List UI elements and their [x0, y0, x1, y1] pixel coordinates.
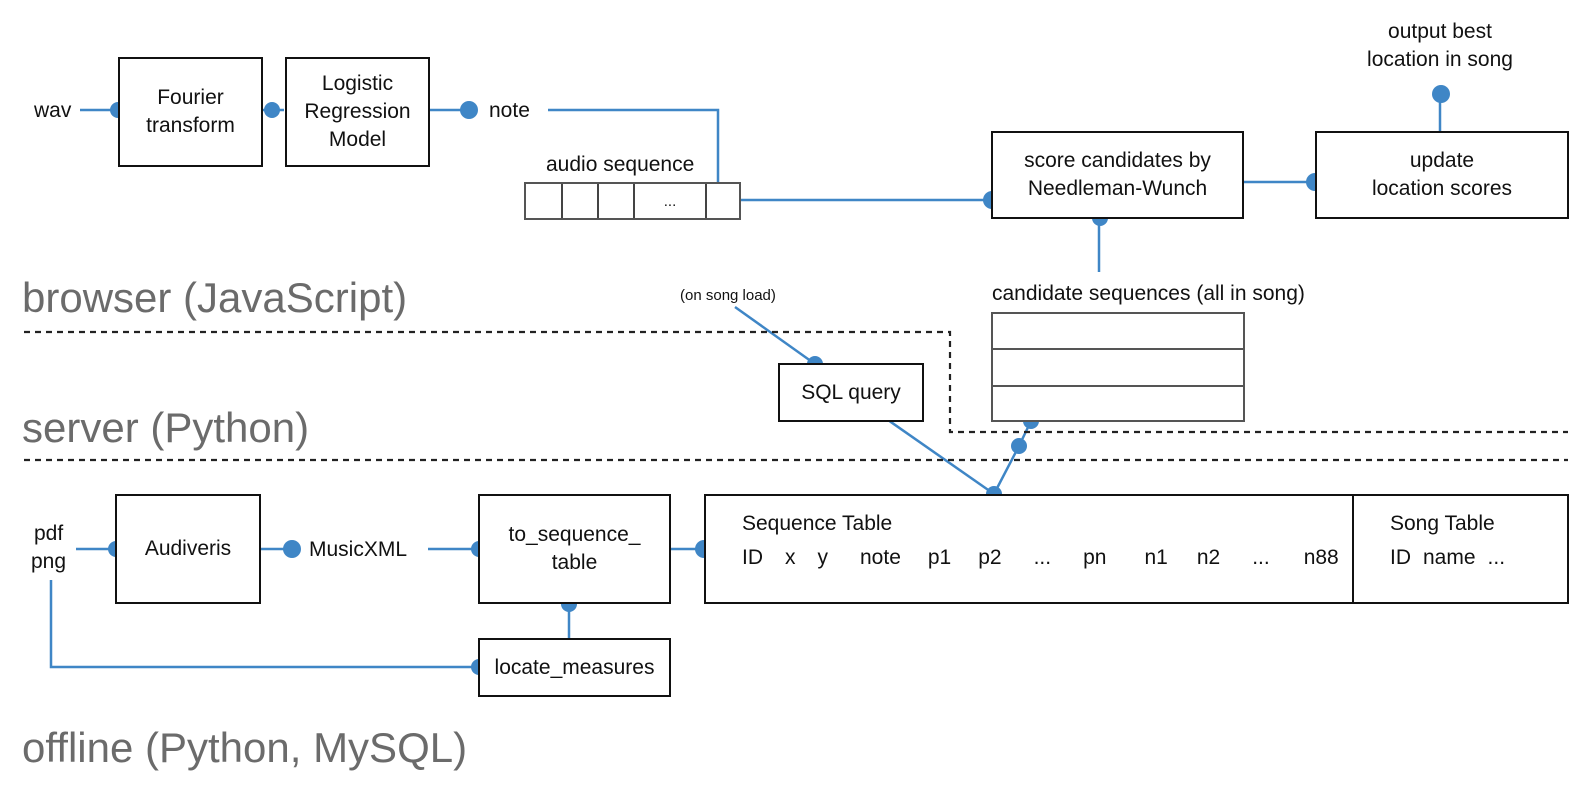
- on-song-load-label: (on song load): [680, 287, 776, 304]
- sequence-table-column: pn: [1083, 546, 1107, 569]
- audiveris-text: Audiveris: [144, 537, 232, 560]
- logistic-regression-text: Logistic Regression Model: [304, 72, 411, 151]
- audio-sequence-ellipsis: ...: [663, 192, 677, 210]
- port-dot: [264, 102, 280, 118]
- audio-sequence-cell: [599, 184, 635, 218]
- score-candidates-text: score candidates by Needleman-Wunch: [1024, 149, 1211, 200]
- song-table-column: name: [1423, 546, 1476, 569]
- tier-label-server: server (Python): [22, 404, 310, 451]
- port-dot: [1432, 85, 1450, 103]
- candidate-sequences-table: [991, 312, 1245, 422]
- wire-note-audio-sequence: [548, 108, 720, 200]
- update-scores-text: update location scores: [1371, 149, 1513, 200]
- update-scores-box: update location scores: [1315, 131, 1569, 219]
- song-table-box: Song Table ID name...: [1352, 494, 1569, 604]
- locate-measures-text: locate_measures: [494, 655, 655, 679]
- sequence-table-column: n1: [1144, 546, 1168, 569]
- song-table-column: ...: [1487, 546, 1506, 569]
- locate-measures-box: locate_measures: [478, 638, 671, 697]
- audio-sequence-label: audio sequence: [546, 153, 695, 176]
- musicxml-label: MusicXML: [309, 538, 408, 561]
- note-label: note: [489, 99, 530, 122]
- wire-songload-sql: [734, 305, 816, 366]
- audio-sequence-ellipsis-cell: ...: [635, 184, 707, 218]
- candidate-sequences-label: candidate sequences (all in song): [992, 282, 1305, 305]
- tier-label-browser: browser (JavaScript): [22, 274, 408, 321]
- fourier-transform-text: Fourier transform: [146, 86, 235, 137]
- port-dot: [283, 540, 301, 558]
- sequence-table-column: n2: [1196, 546, 1221, 569]
- candidate-sequence-row: [993, 350, 1243, 387]
- song-table-title: Song Table: [1390, 512, 1495, 535]
- wire-sql-sequence-table: [887, 418, 995, 496]
- wire-png-locate: [49, 580, 479, 669]
- sequence-table-column: ...: [1033, 546, 1052, 569]
- fourier-transform-box: Fourier transform: [118, 57, 263, 167]
- sql-query-text: SQL query: [801, 380, 901, 404]
- png-label: png: [31, 550, 67, 573]
- tier-label-offline: offline (Python, MySQL): [22, 724, 468, 771]
- output-best-label: output best location in song: [1367, 20, 1513, 71]
- sequence-table-column: n88: [1303, 546, 1339, 569]
- to-sequence-table-box: to_sequence_ table: [478, 494, 671, 604]
- audio-sequence-cell: [526, 184, 563, 218]
- audiveris-box: Audiveris: [115, 494, 261, 604]
- sequence-table-column: y: [817, 546, 829, 569]
- logistic-regression-box: Logistic Regression Model: [285, 57, 430, 167]
- sequence-table-column: ...: [1252, 546, 1270, 569]
- sequence-table-column: note: [860, 546, 901, 569]
- sequence-table-title: Sequence Table: [742, 512, 893, 535]
- sql-query-box: SQL query: [778, 363, 924, 422]
- score-candidates-box: score candidates by Needleman-Wunch: [991, 131, 1244, 219]
- wav-label: wav: [34, 99, 72, 122]
- song-table-column: ID: [1390, 546, 1411, 569]
- pdf-label: pdf: [34, 522, 64, 545]
- port-dot: [1011, 438, 1027, 454]
- to-sequence-table-text: to_sequence_ table: [508, 523, 641, 574]
- sequence-table-column: x: [785, 546, 796, 569]
- sequence-table-column: p2: [978, 546, 1002, 569]
- sequence-table-column: ID: [742, 546, 763, 569]
- audio-sequence-array: ...: [524, 182, 741, 220]
- boundary-browser-server: [24, 330, 1568, 434]
- song-table-columns: ID name...: [1390, 546, 1505, 570]
- sequence-table-column: p1: [927, 546, 952, 569]
- audio-sequence-cell: [707, 184, 739, 218]
- audio-sequence-cell: [563, 184, 599, 218]
- candidate-sequence-row: [993, 314, 1243, 350]
- port-dot: [460, 101, 478, 119]
